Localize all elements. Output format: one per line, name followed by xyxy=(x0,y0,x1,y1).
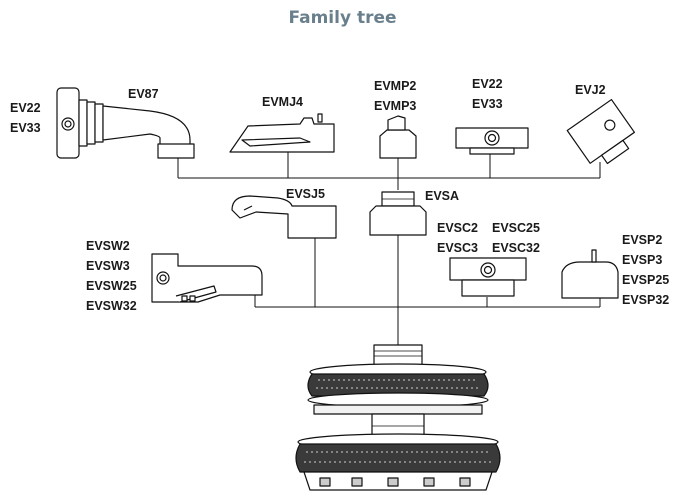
ev22-ev33-right-valve-body xyxy=(455,127,529,155)
label-evsp2: EVSP2 xyxy=(622,233,663,247)
label-ev87: EV87 xyxy=(128,87,159,101)
label-evsw25: EVSW25 xyxy=(86,279,137,293)
evsc-valve-body xyxy=(449,257,527,297)
label-evsp25: EVSP25 xyxy=(622,273,670,287)
label-evsc25: EVSC25 xyxy=(492,221,540,235)
label-evsc2: EVSC2 xyxy=(437,221,478,235)
evsw-valve-body xyxy=(151,253,263,303)
page-title: Family tree xyxy=(288,8,397,28)
evsp-valve-body xyxy=(561,249,619,299)
label-evsa: EVSA xyxy=(425,189,460,203)
main-actuator-assembly xyxy=(295,344,501,491)
label-evsc32: EVSC32 xyxy=(492,241,540,255)
label-evsw32: EVSW32 xyxy=(86,299,137,313)
ev87-valve-body xyxy=(56,87,195,159)
label-evsp3: EVSP3 xyxy=(622,253,663,267)
label-ev33-right: EV33 xyxy=(472,97,503,111)
connector-lines xyxy=(177,152,601,345)
evsj5-valve-body xyxy=(231,195,337,239)
label-evmp3: EVMP3 xyxy=(374,99,417,113)
label-evmp2: EVMP2 xyxy=(374,79,417,93)
label-ev22-left: EV22 xyxy=(10,101,41,115)
evj2-valve-body xyxy=(566,98,636,165)
label-evsw3: EVSW3 xyxy=(86,259,130,273)
label-evj2: EVJ2 xyxy=(575,83,606,97)
label-evmj4: EVMJ4 xyxy=(262,95,303,109)
evmp-valve-body xyxy=(379,115,417,159)
label-evsc3: EVSC3 xyxy=(437,241,478,255)
label-evsj5: EVSJ5 xyxy=(286,187,325,201)
label-ev22-right: EV22 xyxy=(472,77,503,91)
label-evsw2: EVSW2 xyxy=(86,239,130,253)
label-evsp32: EVSP32 xyxy=(622,293,670,307)
evmj4-valve-body xyxy=(229,113,335,153)
evsa-valve-body xyxy=(369,191,427,236)
label-ev33-left: EV33 xyxy=(10,121,41,135)
